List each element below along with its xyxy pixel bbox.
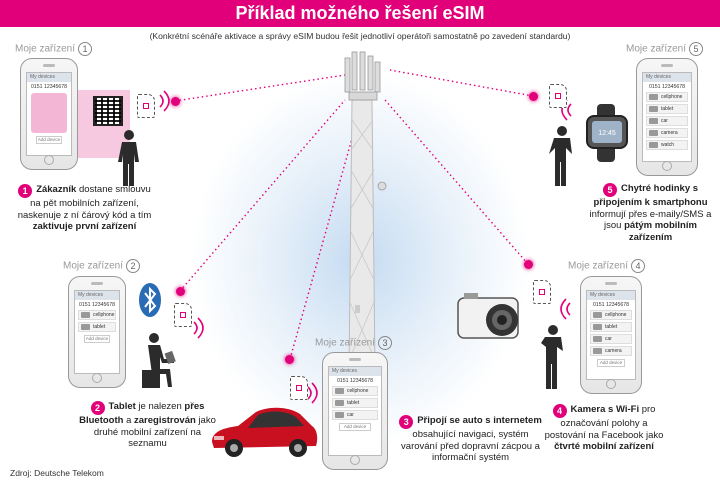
device-row[interactable]: car [590,334,632,344]
device-row[interactable]: watch [646,140,688,150]
device-row[interactable]: cellphone [78,310,116,320]
step-text-part: Kamera s Wi-Fi [570,404,640,415]
qr-code-icon [93,96,123,126]
signal-dot-4 [524,260,533,269]
sim-card-icon [290,376,308,400]
device-row[interactable]: tablet [332,398,378,408]
add-device-button[interactable]: Add device [596,359,626,367]
add-device-button[interactable]: Add device [339,423,371,431]
screen-header: My devices [329,367,381,376]
screen-header: My devices [75,291,119,300]
phone-device-5: My devices 0151 12345678 cellphone table… [636,58,698,176]
person-icon [541,325,563,389]
add-device-button[interactable]: Add device [35,136,63,144]
step-text-part: zaktivuje první zařízení [32,221,137,232]
add-device-button[interactable]: Add device [83,335,111,343]
screen-number: 0151 12345678 [30,84,68,90]
device-row[interactable]: camera [590,346,632,356]
person-icon [142,333,176,388]
source-note: Zdroj: Deutsche Telekom [10,468,104,478]
screen-header: My devices [27,73,71,82]
screen-number: 0151 12345678 [648,84,686,90]
device-row[interactable]: cellphone [590,310,632,320]
page-title: Příklad možného řešení eSIM [235,3,485,23]
page-subtitle: (Konkrétní scénáře aktivace a správy eSI… [149,31,571,41]
step-text-part: čtvrté mobilní zařízení [554,441,654,452]
step-text-part: dostane smlouvu na pět mobilních zařízen… [17,184,152,221]
phone-device-2: My devices 0151 12345678 cellphone table… [68,276,126,388]
signal-dot-5 [529,92,538,101]
device-row[interactable]: car [646,116,688,126]
step-text-part: je nalezen [135,401,185,412]
device-row[interactable]: car [332,410,378,420]
screen-number: 0151 12345678 [592,302,630,308]
smartwatch-icon: 12:45 [586,104,628,162]
screen-header: My devices [587,291,635,300]
person-icon [549,126,572,186]
link-line-5 [389,69,534,97]
phone-device-3: My devices 0151 12345678 cellphone table… [322,352,388,470]
sim-card-icon [533,280,551,304]
svg-text:12:45: 12:45 [598,130,616,137]
step-text-part: a [123,415,135,426]
step-text-part: obsahující navigaci, systém varování pře… [401,429,540,463]
step-text-part: pro označování polohy a postování na Fac… [544,404,664,441]
person-icon [118,130,139,186]
step-text-part: informují přes e-maily/SMS a jsou [589,208,712,232]
step-text-part: Připojí se auto s internetem [417,415,542,426]
signal-dot-1 [171,97,180,106]
screen-number: 0151 12345678 [78,302,116,308]
device-row[interactable]: tablet [78,322,116,332]
step-text-part: zaregistrován [134,415,196,426]
step-text-part: jako druhé mobilní zařízení na seznamu [93,415,216,449]
link-line-1 [174,74,346,102]
screen-header: My devices [643,73,691,82]
bluetooth-icon [139,283,161,317]
title-bar [0,0,720,27]
device-row[interactable]: camera [646,128,688,138]
sim-card-icon [137,94,155,118]
step-text-part: přes Bluetooth [79,401,205,426]
device-row[interactable]: tablet [646,104,688,114]
signal-dot-3 [285,355,294,364]
device-row[interactable]: cellphone [646,92,688,102]
activation-panel [31,93,67,133]
sim-card-icon [549,84,567,108]
phone-device-4: My devices 0151 12345678 cellphone table… [580,276,642,394]
sim-card-icon [174,303,192,327]
device-row[interactable]: cellphone [332,386,378,396]
connection-lines [174,69,534,360]
phone-device-1: My devices 0151 12345678 Add device [20,58,78,170]
link-line-2 [179,99,346,292]
step-text-part: Tablet [108,401,136,412]
car-icon [212,407,318,457]
camera-icon [457,293,519,339]
screen-number: 0151 12345678 [336,378,374,384]
signal-dot-2 [176,287,185,296]
device-row[interactable]: tablet [590,322,632,332]
step-text-part: pátým mobilním zařízením [624,220,697,243]
step-text-part: Zákazník [36,184,77,195]
link-line-4 [384,99,529,265]
step-text-part: Chytré hodinky s připojením k smartphonu [593,183,708,208]
